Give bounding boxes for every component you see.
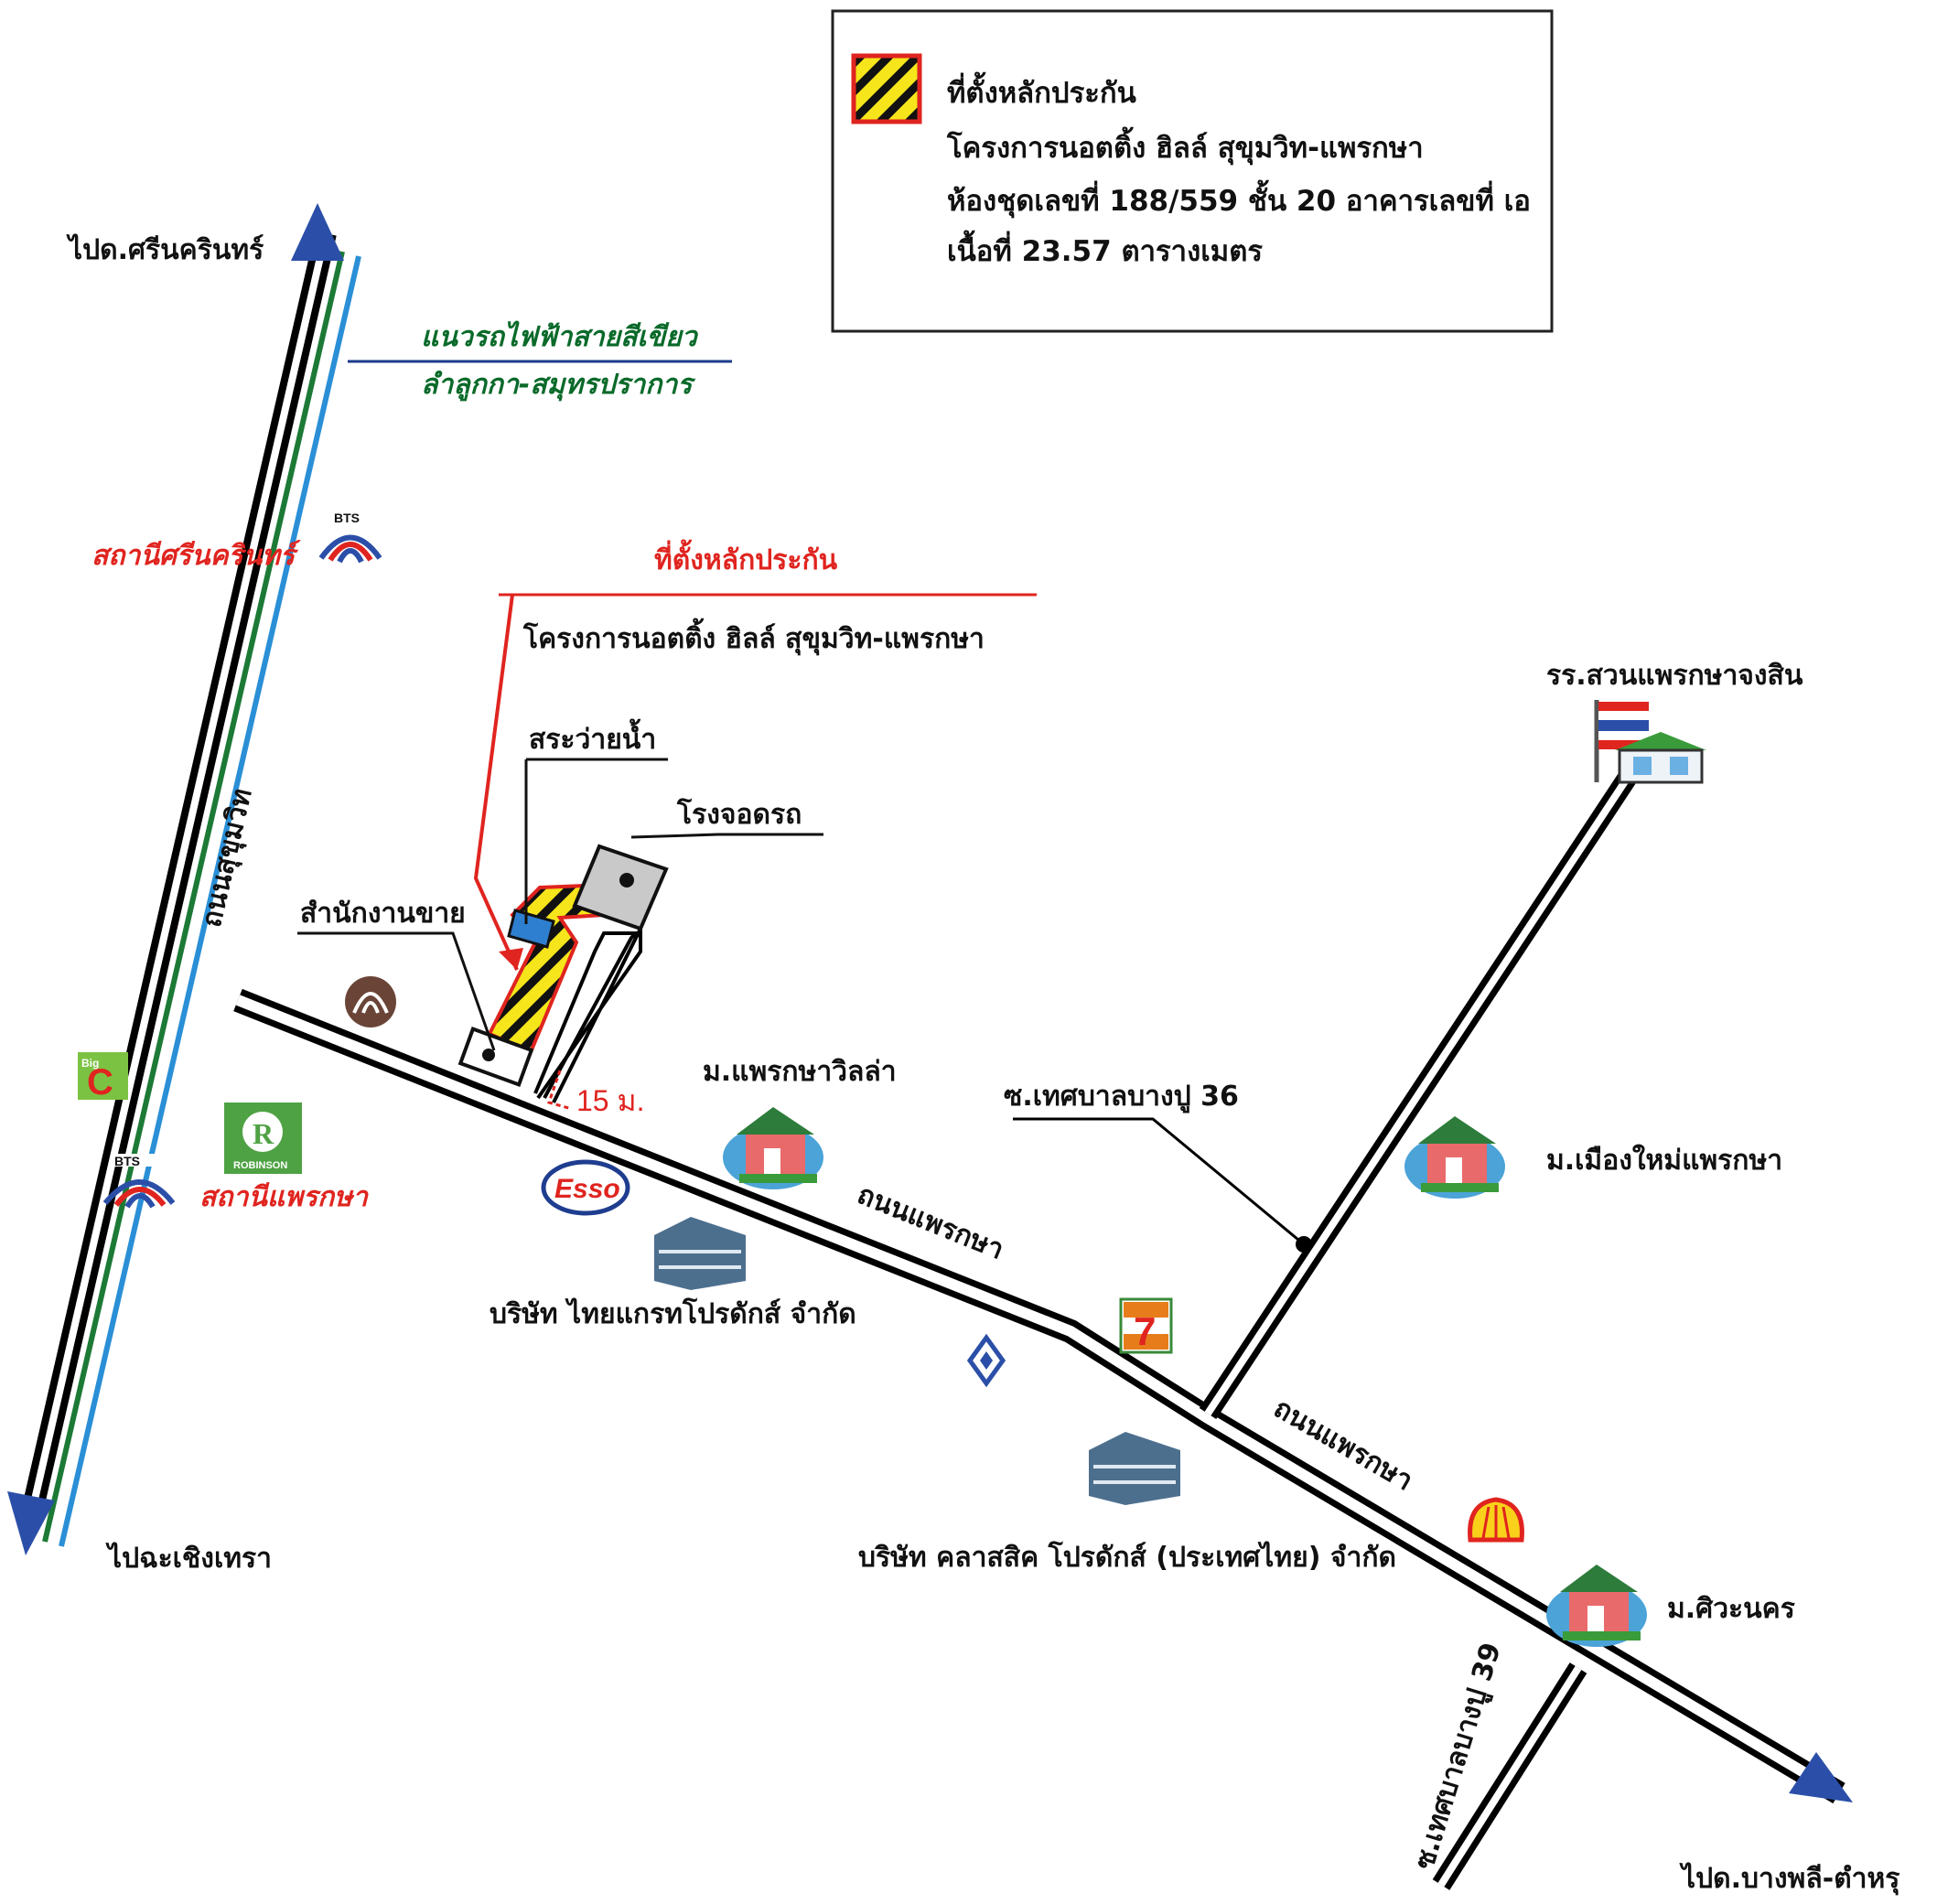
bigc-logo-icon: C Big xyxy=(78,1052,128,1103)
svg-text:Big: Big xyxy=(81,1057,99,1070)
esso-logo-icon: Esso xyxy=(541,1159,630,1216)
station-srinakarin-label: สถานีศรีนครินทร์ xyxy=(91,540,301,572)
siwanakhon-label: ม.ศิวะนคร xyxy=(1667,1593,1795,1625)
parking-icon xyxy=(572,844,669,931)
property-project-label: โครงการนอตติ้ง ฮิลล์ สุขุมวิท-แพรกษา xyxy=(522,618,985,656)
property-leader-arrow xyxy=(473,594,519,971)
praeksa-road xyxy=(233,988,1853,1804)
office-building-icon xyxy=(1089,1432,1180,1505)
robinson-logo-icon: R ROBINSON xyxy=(224,1103,302,1174)
road-soi36-label: ซ.เทศบาลบางปู 36 xyxy=(1004,1081,1239,1113)
school-label: รร.สวนแพรกษาจงสิน xyxy=(1546,660,1803,692)
school-icon xyxy=(1594,700,1706,784)
legend-line1: โครงการนอตติ้ง ฮิลล์ สุขุมวิท-แพรกษา xyxy=(946,126,1424,166)
access-lane xyxy=(536,928,642,1103)
svg-text:7: 7 xyxy=(1134,1309,1156,1354)
soi-36-road xyxy=(1199,767,1640,1420)
shell-logo-icon xyxy=(1468,1497,1524,1543)
south-arrow-icon xyxy=(7,1491,55,1555)
svg-text:R: R xyxy=(253,1117,274,1150)
house-icon xyxy=(1546,1565,1647,1647)
distance-marker-icon xyxy=(547,1070,573,1111)
bts-label: BTS xyxy=(334,511,360,525)
bts-station-icon: BTS xyxy=(102,1154,176,1209)
office-building-icon xyxy=(654,1217,746,1290)
parking-label: โรงจอดรถ xyxy=(676,797,802,831)
robinson-label: ROBINSON xyxy=(233,1160,287,1171)
classic-label: บริษัท คลาสสิค โปรดักส์ (ประเทศไทย) จำกั… xyxy=(858,1540,1396,1574)
thai-agri-label: บริษัท ไทยแกรทโปรดักส์ จำกัด xyxy=(490,1296,856,1330)
sukhumvit-road xyxy=(7,203,361,1555)
legend: ที่ตั้งหลักประกัน โครงการนอตติ้ง ฮิลล์ ส… xyxy=(831,9,1554,333)
sales-office-icon xyxy=(457,1027,534,1087)
sales-office-label: สำนักงานขาย xyxy=(300,898,466,930)
station-praeksa-label: สถานีแพรกษา xyxy=(199,1181,369,1213)
seven-eleven-logo-icon: 7 xyxy=(1119,1297,1173,1354)
bank-logo-icon xyxy=(966,1333,1006,1388)
rail-line-label-2: ลำลูกกา-สมุทรปราการ xyxy=(421,369,696,402)
house-icon xyxy=(1404,1116,1505,1199)
bank-logo-icon xyxy=(345,976,396,1027)
direction-south-label: ไปฉะเชิงเทรา xyxy=(105,1542,272,1575)
direction-north-label: ไปด.ศรีนครินทร์ xyxy=(66,233,264,266)
road-soi39-label: ซ.เทศบาลบางปู 39 xyxy=(1408,1639,1509,1873)
esso-label: Esso xyxy=(554,1174,620,1204)
soi-39-road xyxy=(1432,1662,1587,1890)
svg-text:C: C xyxy=(87,1062,113,1103)
southeast-arrow-icon xyxy=(1789,1752,1853,1802)
property-arrow-head-icon xyxy=(499,948,523,970)
villa-label: ม.แพรกษาวิลล่า xyxy=(703,1056,897,1088)
bts-label: BTS xyxy=(114,1154,140,1168)
rail-green-line xyxy=(42,251,345,1543)
bts-station-icon: BTS xyxy=(318,511,382,564)
rail-blue-line xyxy=(59,255,361,1547)
road-praeksa-label-2: ถนนแพรกษา xyxy=(1268,1393,1418,1498)
sukhumvit-road-center xyxy=(26,232,329,1524)
legend-frame xyxy=(831,9,1554,333)
distance-label: 15 ม. xyxy=(576,1084,644,1117)
direction-southeast-label: ไปด.บางพลี-ตำหรุ xyxy=(1679,1862,1899,1896)
north-arrow-icon xyxy=(291,203,344,261)
legend-line2: ห้องชุดเลขที่ 188/559 ชั้น 20 อาคารเลขที… xyxy=(947,179,1531,219)
pool-label: สระว่ายน้ำ xyxy=(529,718,656,756)
house-icon xyxy=(723,1107,823,1189)
soi36-marker xyxy=(1296,1236,1312,1253)
soi36-leader xyxy=(1013,1117,1305,1246)
muang-mai-label: ม.เมืองใหม่แพรกษา xyxy=(1546,1144,1782,1177)
pool-icon xyxy=(507,909,555,949)
rail-line-label-1: แนวรถไฟฟ้าสายสีเขียว xyxy=(421,320,699,353)
property-title: ที่ตั้งหลักประกัน xyxy=(654,539,838,576)
legend-line3: เนื้อที่ 23.57 ตารางเมตร xyxy=(947,230,1263,268)
hatch-swatch-icon xyxy=(851,53,922,124)
legend-title: ที่ตั้งหลักประกัน xyxy=(947,71,1136,110)
